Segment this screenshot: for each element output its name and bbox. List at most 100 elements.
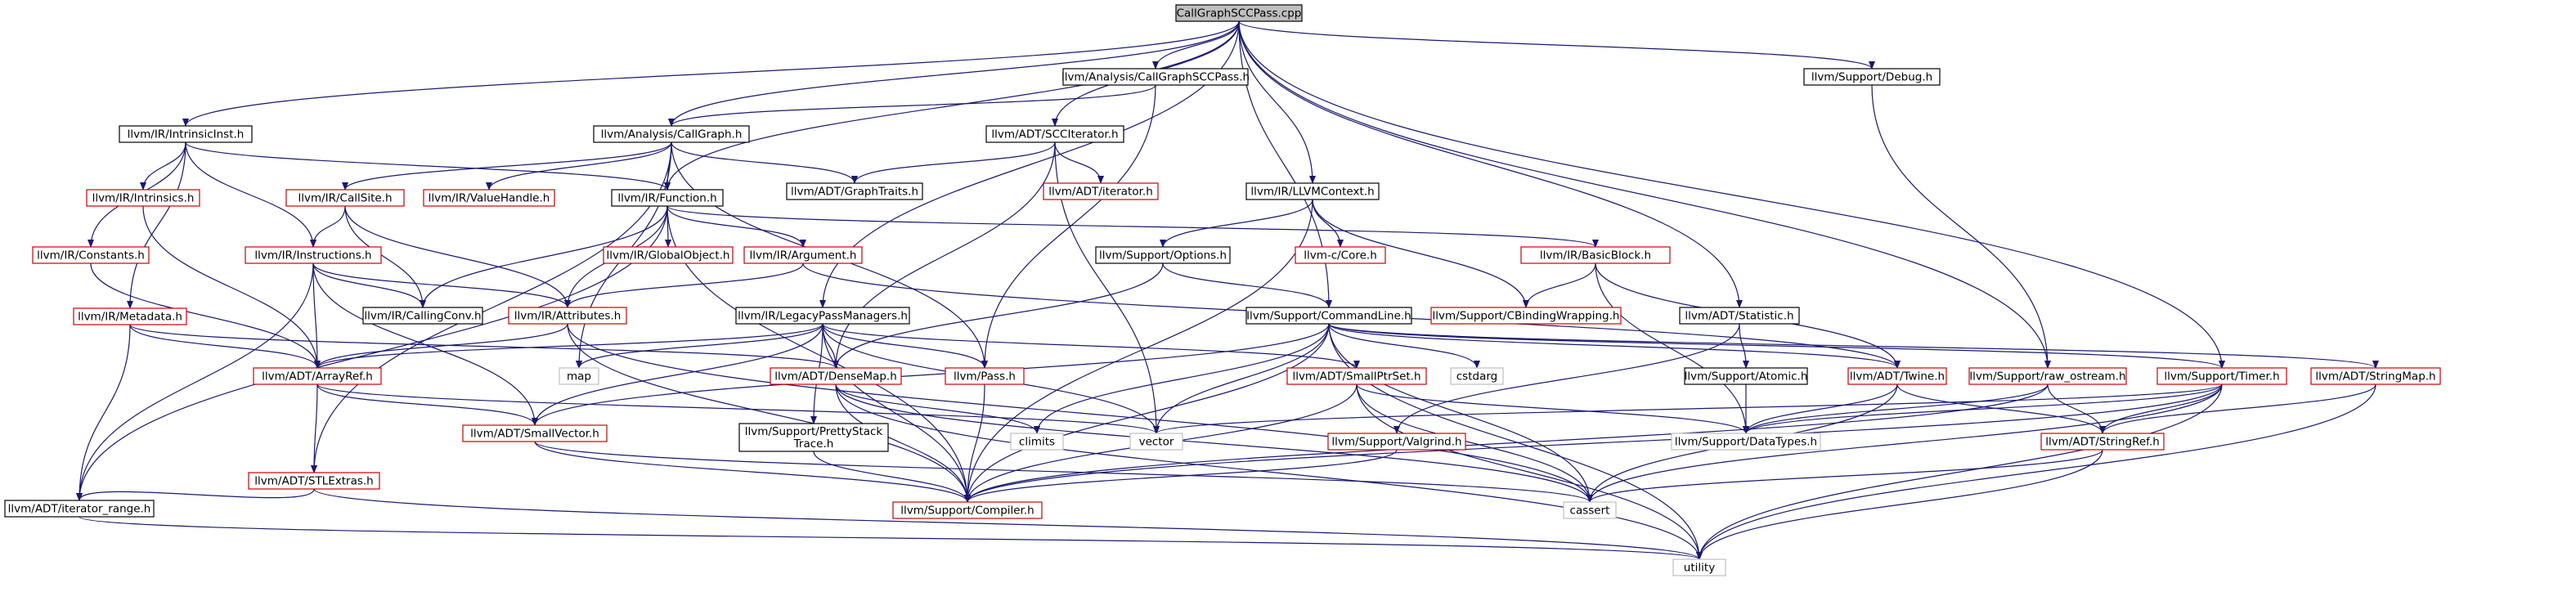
node-llvm-pass-h[interactable]: llvm/Pass.h [945, 367, 1025, 385]
node-box [1010, 433, 1064, 451]
edge-llvm-adt-smallptrset-h-to-llvm-support-datatypes-h [1356, 383, 1749, 434]
node-llvm-ir-globalobject-h[interactable]: llvm/IR/GlobalObject.h [603, 246, 734, 264]
edge-llvm-support-prettystack-trace-h-to-llvm-support-compiler-h [813, 451, 971, 503]
node-llvm-adt-graphtraits-h: llvm/ADT/GraphTraits.h [786, 182, 923, 200]
edge-llvm-ir-legacypassmanagers-h-to-map [576, 323, 824, 369]
node-llvm-support-compiler-h[interactable]: llvm/Support/Compiler.h [892, 501, 1043, 519]
node-box [508, 307, 627, 325]
node-llvm-adt-stringmap-h[interactable]: llvm/ADT/StringMap.h [2310, 367, 2441, 385]
edge-llvm-ir-legacypassmanagers-h-to-llvm-adt-smallptrset-h [822, 323, 1360, 369]
node-label: llvm/ADT/StringRef.h [2045, 436, 2160, 449]
node-box [743, 246, 863, 264]
node-llvm-adt-statistic-h: llvm/ADT/Statistic.h [1679, 307, 1800, 325]
edge-llvm-ir-intrinsicinst-h-to-llvm-ir-metadata-h [127, 141, 186, 309]
edge-llvm-ir-instructions-h-to-llvm-ir-attributes-h [312, 262, 571, 308]
node-llvm-adt-densemap-h[interactable]: llvm/ADT/DenseMap.h [770, 367, 902, 385]
edge-llvm-adt-stringmap-h-to-llvm-adt-stringref-h [2099, 383, 2376, 434]
edge-llvm-analysis-callgraphsccpass-h-to-llvm-analysis-callgraph-h [668, 84, 1156, 127]
node-llvm-support-valgrind-h[interactable]: llvm/Support/Valgrind.h [1327, 433, 1466, 451]
node-label: llvm/IR/Attributes.h [514, 310, 622, 323]
node-llvm-support-atomic-h: llvm/Support/Atomic.h [1684, 367, 1808, 385]
node-llvm-ir-llvmcontext-h: llvm/IR/LLVMContext.h [1245, 182, 1380, 200]
node-label: llvm/ADT/StringMap.h [2315, 370, 2435, 383]
node-llvm-ir-constants-h[interactable]: llvm/IR/Constants.h [32, 246, 150, 264]
node-llvm-adt-stringref-h[interactable]: llvm/ADT/StringRef.h [2040, 433, 2165, 451]
node-box [285, 189, 405, 207]
edge-callgraphsccpass-cpp-to-llvm-adt-statistic-h [1238, 20, 1743, 308]
edge-llvm-support-options-h-to-llvm-support-commandline-h [1162, 262, 1332, 308]
node-label: vector [1139, 436, 1174, 449]
node-llvm-support-cbindingwrapping-h[interactable]: llvm/Support/CBindingWrapping.h [1430, 307, 1622, 325]
node-llvm-adt-smallptrset-h[interactable]: llvm/ADT/SmallPtrSet.h [1286, 367, 1427, 385]
edge-llvm-ir-llvmcontext-h-to-llvm-support-compiler-h [964, 199, 1313, 503]
edge-llvm-adt-stringmap-h-to-utility [1696, 383, 2376, 560]
edge-llvm-support-commandline-h-to-vector [1153, 323, 1330, 434]
node-box [786, 182, 923, 200]
node-box [611, 189, 724, 207]
edge-llvm-support-raw-ostream-h-to-llvm-support-compiler-h [964, 383, 2049, 503]
node-llvm-ir-metadata-h[interactable]: llvm/IR/Metadata.h [73, 307, 187, 325]
node-llvm-ir-basicblock-h[interactable]: llvm/IR/BasicBlock.h [1520, 246, 1671, 264]
node-box [735, 307, 910, 325]
node-box [1968, 367, 2127, 385]
node-llvm-ir-valuehandle-h[interactable]: llvm/IR/ValueHandle.h [423, 189, 555, 207]
edge-callgraphsccpass-cpp-to-llvm-analysis-callgraphsccpass-h [1152, 20, 1240, 70]
node-llvm-adt-twine-h[interactable]: llvm/ADT/Twine.h [1847, 367, 1947, 385]
node-layer: CallGraphSCCPass.cppllvm/IR/IntrinsicIns… [4, 4, 2441, 576]
node-llvm-adt-scciterator-h: llvm/ADT/SCCIterator.h [985, 125, 1124, 143]
edge-llvm-ir-instructions-h-to-llvm-adt-iterator-range-h [76, 262, 314, 501]
node-box [119, 125, 253, 143]
node-label: llvm/ADT/DenseMap.h [774, 370, 897, 383]
node-llvm-support-timer-h[interactable]: llvm/Support/Timer.h [2156, 367, 2287, 385]
edge-llvm-support-timer-h-to-llvm-adt-stringref-h [2099, 383, 2223, 434]
node-label: llvm/Support/Timer.h [2164, 370, 2279, 383]
edge-llvm-adt-densemap-h-to-climits [835, 383, 1040, 434]
node-llvm-c-core-h[interactable]: llvm-c/Core.h [1295, 246, 1386, 264]
node-label: llvm/IR/Intrinsics.h [92, 192, 195, 205]
node-box [2156, 367, 2287, 385]
node-label: llvm/ADT/Twine.h [1850, 370, 1945, 383]
edge-llvm-adt-statistic-h-to-llvm-support-valgrind-h [1393, 323, 1740, 434]
edge-llvm-adt-scciterator-h-to-llvm-adt-graphtraits-h [851, 141, 1056, 184]
edge-llvm-support-commandline-h-to-llvm-adt-twine-h [1328, 323, 1901, 369]
node-llvm-analysis-callgraph-h: llvm/Analysis/CallGraph.h [593, 125, 750, 143]
node-llvm-ir-intrinsics-h[interactable]: llvm/IR/Intrinsics.h [86, 189, 200, 207]
node-vector: vector [1129, 433, 1183, 451]
node-llvm-ir-callsite-h[interactable]: llvm/IR/CallSite.h [285, 189, 405, 207]
edge-llvm-ir-llvmcontext-h-to-llvm-c-core-h [1312, 199, 1344, 248]
node-llvm-adt-stlextras-h[interactable]: llvm/ADT/STLExtras.h [248, 472, 380, 490]
node-box [1563, 501, 1617, 519]
node-box [1430, 307, 1622, 325]
node-llvm-adt-smallvector-h[interactable]: llvm/ADT/SmallVector.h [462, 424, 608, 442]
edge-llvm-ir-legacypassmanagers-h-to-llvm-adt-arrayref-h [314, 323, 824, 369]
edge-llvm-support-commandline-h-to-llvm-adt-smallvector-h [532, 323, 1330, 426]
node-box [245, 246, 382, 264]
node-box [462, 424, 608, 442]
node-utility: utility [1672, 558, 1726, 576]
edge-llvm-adt-stlextras-h-to-llvm-adt-iterator-range-h [76, 488, 315, 501]
node-callgraphsccpass-cpp[interactable]: CallGraphSCCPass.cpp [1175, 4, 1303, 22]
node-label: llvm/IR/ValueHandle.h [429, 192, 550, 205]
edge-llvm-ir-intrinsics-h-to-llvm-adt-arrayref-h [142, 205, 321, 369]
node-box [1327, 433, 1466, 451]
node-map: map [559, 367, 599, 385]
node-label: cassert [1570, 505, 1610, 518]
edge-llvm-support-valgrind-h-to-llvm-support-compiler-h [964, 449, 1398, 503]
node-label: llvm/ADT/GraphTraits.h [791, 186, 918, 199]
node-llvm-ir-attributes-h[interactable]: llvm/IR/Attributes.h [508, 307, 627, 325]
node-llvm-ir-instructions-h[interactable]: llvm/IR/Instructions.h [245, 246, 382, 264]
node-llvm-adt-iterator-h[interactable]: llvm/ADT/iterator.h [1043, 182, 1159, 200]
node-label: llvm/Pass.h [954, 370, 1016, 383]
node-label: llvm/ADT/Statistic.h [1685, 310, 1793, 323]
node-llvm-adt-iterator-range-h: llvm/ADT/iterator_range.h [4, 500, 155, 518]
edge-llvm-support-timer-h-to-llvm-support-compiler-h [964, 383, 2223, 503]
node-label: llvm-c/Core.h [1304, 249, 1377, 262]
node-label: llvm/Support/Valgrind.h [1331, 436, 1461, 449]
node-llvm-support-commandline-h: llvm/Support/CommandLine.h [1245, 307, 1412, 325]
edge-callgraphsccpass-cpp-to-llvm-support-debug-h [1238, 20, 1875, 70]
edge-llvm-ir-legacypassmanagers-h-to-llvm-pass-h [822, 323, 988, 369]
node-llvm-adt-arrayref-h[interactable]: llvm/ADT/ArrayRef.h [253, 367, 382, 385]
node-llvm-ir-function-h: llvm/IR/Function.h [611, 189, 724, 207]
node-llvm-support-raw-ostream-h[interactable]: llvm/Support/raw_ostream.h [1968, 367, 2127, 385]
node-llvm-ir-argument-h[interactable]: llvm/IR/Argument.h [743, 246, 863, 264]
